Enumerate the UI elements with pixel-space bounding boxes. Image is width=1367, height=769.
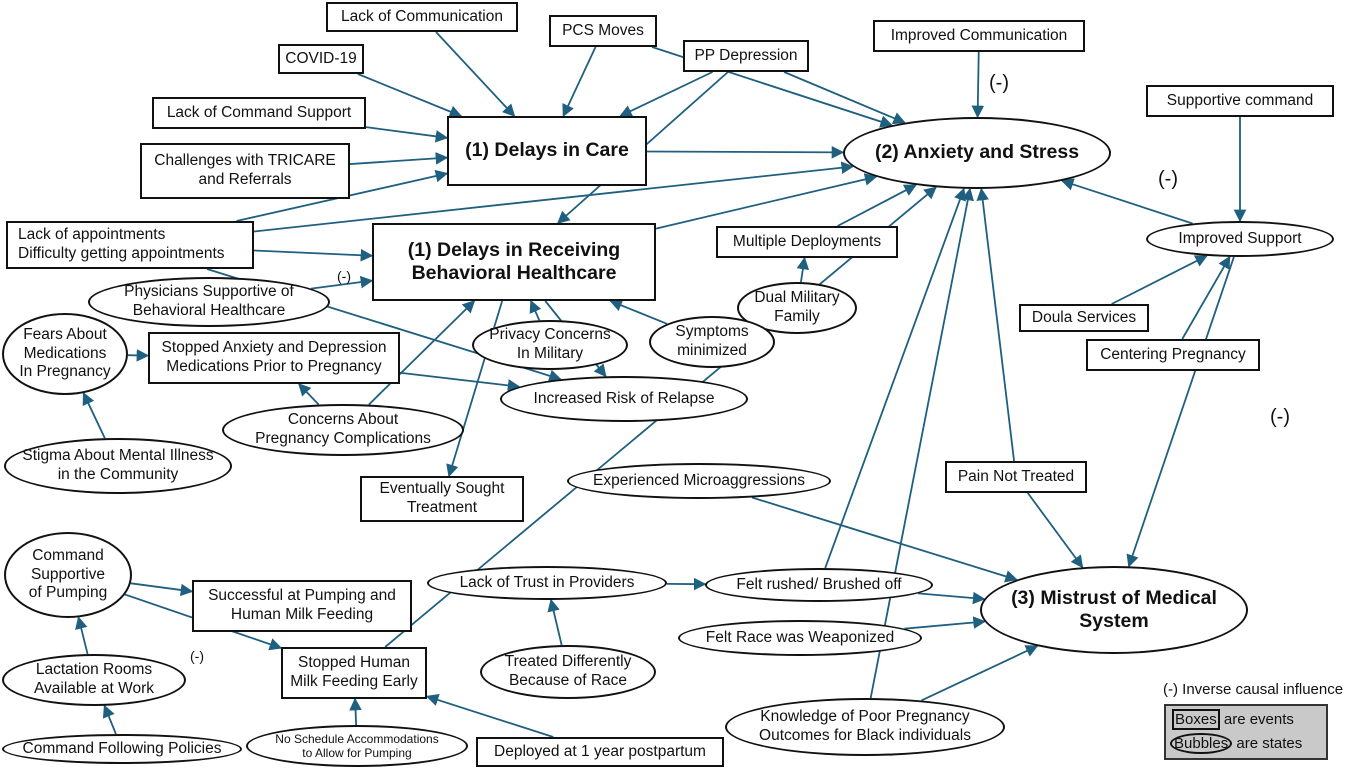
node-privacy-concerns: Privacy Concerns In Military (472, 320, 628, 370)
legend-inverse-causal-influence: (-) Inverse causal influence (1163, 681, 1344, 698)
arrow-pain_not_treated-to-mistrust (1027, 492, 1084, 569)
node-physicians-supportive: Physicians Supportive of Behavioral Heal… (88, 277, 330, 327)
arrow-stopped_meds-to-relapse (399, 371, 521, 392)
arrow-cmd_policies-to-lactation_rooms (102, 704, 117, 735)
arrow-lack_appts-to-anxiety_stress (253, 161, 855, 233)
arrow-concerns_preg-to-stopped_meds (298, 383, 320, 406)
node-pcs-moves: PCS Moves (549, 15, 657, 47)
arrow-pcs-to-delays_care (562, 46, 597, 118)
arrow-race_weaponized-to-mistrust (904, 616, 986, 630)
node-lack-of-appointments: Lack of appointments Difficulty getting … (6, 221, 254, 269)
node-successful-at-pumping: Successful at Pumping and Human Milk Fee… (192, 580, 412, 632)
legend-bubble-sample: Bubbles (1170, 733, 1233, 754)
arrow-lactation_rooms-to-cmd_pumping (75, 616, 89, 655)
node-stigma-about-mental-illness: Stigma About Mental Illness in the Commu… (4, 438, 232, 494)
arrow-cmd_pumping-to-successful_pumping (130, 582, 194, 597)
arrow-knowledge_poor-to-anxiety_stress (869, 187, 974, 699)
legend-bubbles-text: are states (1232, 735, 1303, 752)
node-command-supportive-of-pumping: Command Supportive of Pumping (4, 532, 132, 618)
arrow-delays_care-to-anxiety_stress (646, 146, 845, 159)
node-felt-race-was-weaponized: Felt Race was Weaponized (678, 620, 922, 656)
node-lack-of-communication: Lack of Communication (326, 2, 518, 32)
inverse-label-command-pumping: (-) (190, 648, 204, 664)
node-lack-of-command-support: Lack of Command Support (152, 97, 366, 129)
inverse-label-support-to-mistrust: (-) (1270, 406, 1290, 428)
arrow-privacy-to-delays_bh (529, 299, 542, 321)
arrow-felt_rushed-to-mistrust (918, 591, 986, 605)
arrow-doula-to-improved_support (1111, 255, 1208, 305)
arrow-dual_military-to-multiple_deploy (796, 256, 810, 283)
node-improved-communication: Improved Communication (873, 20, 1085, 52)
node-command-following-policies: Command Following Policies (2, 734, 242, 764)
arrow-felt_rushed-to-anxiety_stress (824, 187, 966, 569)
arrow-microaggressions-to-mistrust (751, 496, 1018, 583)
node-delays-in-behavioral-healthcare: (1) Delays in Receiving Behavioral Healt… (372, 223, 656, 301)
node-felt-rushed-brushed-off: Felt rushed/ Brushed off (705, 568, 933, 602)
arrow-no_schedule-to-stopped_feeding (349, 697, 362, 726)
arrow-knowledge_poor-to-mistrust (921, 645, 1039, 702)
node-doula-services: Doula Services (1019, 304, 1149, 332)
node-experienced-microaggressions: Experienced Microaggressions (567, 463, 831, 499)
arrow-deployed-to-stopped_feeding (425, 693, 554, 738)
node-multiple-deployments: Multiple Deployments (716, 226, 898, 258)
node-centering-pregnancy: Centering Pregnancy (1086, 339, 1260, 371)
arrow-pain_not_treated-to-anxiety_stress (976, 187, 1015, 462)
legend-bubbles-line: Bubbles are states (1170, 733, 1303, 754)
node-mistrust-of-medical-system: (3) Mistrust of Medical System (980, 566, 1248, 654)
node-covid-19: COVID-19 (278, 44, 364, 74)
node-concerns-about-pregnancy: Concerns About Pregnancy Complications (222, 404, 464, 456)
arrow-delays_bh-to-anxiety_stress (655, 173, 878, 230)
node-pain-not-treated: Pain Not Treated (945, 461, 1087, 493)
node-lactation-rooms-available: Lactation Rooms Available at Work (2, 654, 186, 706)
inverse-label-physicians: (-) (337, 268, 351, 284)
node-pp-depression: PP Depression (683, 40, 809, 72)
legend-box-sample: Boxes (1172, 709, 1220, 730)
arrow-stigma-to-fears_meds (82, 392, 106, 439)
legend-panel: Boxes are events Bubbles are states (1164, 704, 1328, 760)
arrow-pp_dep-to-delays_care (619, 71, 713, 117)
arrow-centering-to-improved_support (1181, 255, 1231, 340)
arrow-lack_comm-to-delays_care (435, 31, 516, 117)
node-delays-in-care: (1) Delays in Care (447, 116, 647, 186)
node-increased-risk-of-relapse: Increased Risk of Relapse (500, 376, 748, 422)
arrow-lack_cmd_support-to-delays_care (365, 126, 449, 143)
arrow-physicians_supportive-to-delays_bh (311, 275, 374, 290)
arrow-pp_dep-to-anxiety_stress (783, 71, 906, 125)
arrow-lack_appts-to-delays_bh (253, 248, 374, 262)
node-supportive-command: Supportive command (1146, 85, 1334, 117)
node-eventually-sought-treatment: Eventually Sought Treatment (360, 476, 524, 522)
arrow-multiple_deploy-to-anxiety_stress (837, 184, 917, 227)
node-challenges-with-tricare: Challenges with TRICARE and Referrals (140, 143, 350, 199)
node-anxiety-and-stress: (2) Anxiety and Stress (843, 117, 1111, 189)
node-stopped-medications: Stopped Anxiety and Depression Medicatio… (148, 332, 400, 384)
arrow-improved_support-to-mistrust (1126, 256, 1235, 568)
node-stopped-human-milk-feeding: Stopped Human Milk Feeding Early (281, 647, 427, 699)
arrow-concerns_preg-to-delays_bh (368, 300, 476, 406)
node-dual-military-family: Dual Military Family (737, 282, 857, 334)
node-symptoms-minimized: Symptoms minimized (649, 316, 775, 368)
legend-boxes-line: Boxes are events (1172, 709, 1294, 730)
inverse-label-improved-communication: (-) (989, 72, 1009, 94)
arrow-improved_comm-to-anxiety_stress (971, 51, 985, 119)
inverse-label-improved-support: (-) (1158, 168, 1178, 190)
node-deployed-at-1-year-postpartum: Deployed at 1 year postpartum (476, 737, 724, 767)
node-no-schedule-accommodations: No Schedule Accommodations to Allow for … (246, 725, 468, 767)
node-fears-about-medications: Fears About Medications In Pregnancy (2, 313, 128, 395)
node-knowledge-of-poor-pregnancy-outcomes: Knowledge of Poor Pregnancy Outcomes for… (725, 698, 1005, 756)
node-improved-support: Improved Support (1146, 221, 1334, 257)
node-lack-of-trust-in-providers: Lack of Trust in Providers (427, 566, 667, 600)
arrow-covid-to-delays_care (357, 73, 463, 118)
arrow-tricare-to-delays_care (349, 152, 449, 165)
node-treated-differently-because-of-race: Treated Differently Because of Race (480, 645, 656, 699)
arrow-treated_diff-to-lack_trust (547, 598, 563, 646)
legend-boxes-text: are events (1219, 711, 1294, 728)
arrow-symptoms_min-to-delays_bh (609, 299, 668, 325)
arrow-improved_support-to-anxiety_stress (1060, 178, 1193, 225)
